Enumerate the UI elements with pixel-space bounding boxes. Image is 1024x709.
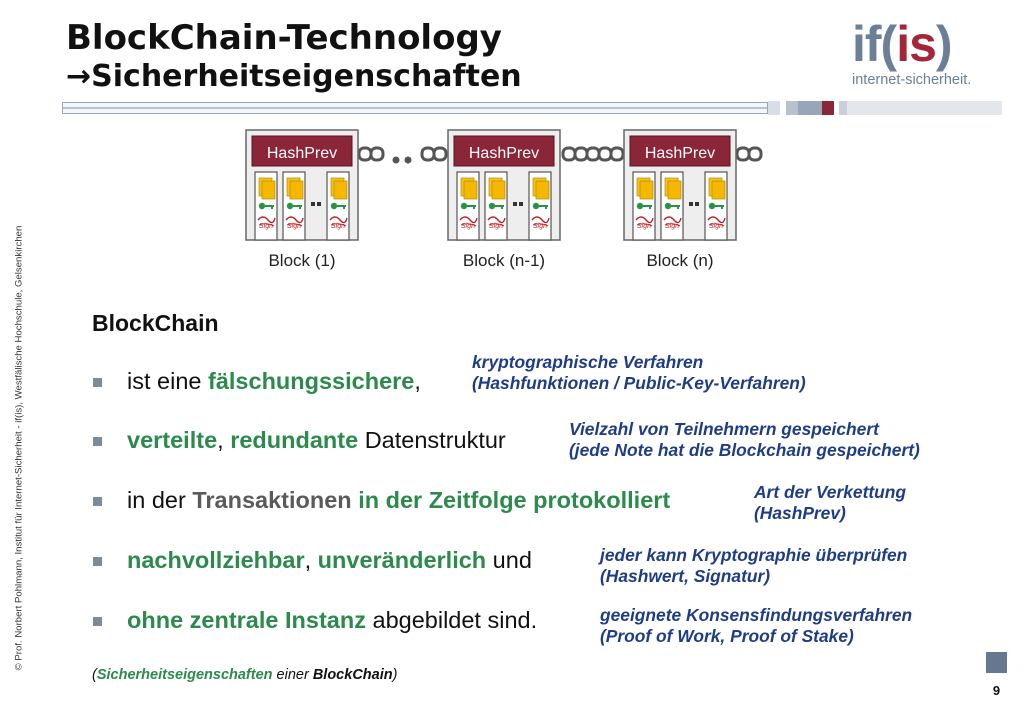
block-header-label: HashPrev [645, 145, 715, 162]
bullet-4-text: nachvollziehbar, unveränderlich und [127, 547, 532, 573]
logo-tagline: internet-sicherheit. [852, 72, 972, 88]
sign-label: Sign [287, 223, 301, 230]
chain-ellipsis-dot [392, 156, 400, 164]
bullet-marker [93, 497, 102, 506]
section-heading: BlockChain [92, 310, 219, 336]
sign-label: Sign [259, 223, 273, 230]
header-divider-blocks [768, 101, 1002, 115]
chain-ellipsis-dot [404, 156, 412, 164]
block-label-1: Block (1) [268, 251, 335, 270]
chain-link-3 [561, 146, 625, 162]
page-marker-square [986, 652, 1007, 673]
page-number: 9 [992, 683, 1001, 698]
chain-link-2 [420, 146, 448, 162]
arrow-icon: → [66, 59, 92, 94]
annotation-1: kryptographische Verfahren (Hashfunktion… [472, 352, 806, 393]
sign-label: Sign [637, 223, 651, 230]
annotation-3: Art der Verkettung (HashPrev) [754, 482, 907, 523]
bullet-marker [93, 557, 102, 566]
title-line-2: →Sicherheitseigenschaften [66, 58, 522, 96]
sign-label: Sign [533, 223, 547, 230]
block-label-n-minus-1: Block (n-1) [463, 251, 545, 270]
copyright-vertical: © Prof. Norbert Pohlmann, Institut für I… [8, 200, 30, 695]
annotation-2: Vielzahl von Teilnehmern gespeichert (je… [569, 419, 920, 460]
bullet-marker [93, 437, 102, 446]
header-divider-line [62, 102, 768, 114]
block-label-n: Block (n) [646, 251, 713, 270]
bullet-1-text: ist eine fälschungssichere, [127, 368, 421, 394]
sign-label: Sign [331, 223, 345, 230]
block-n: HashPrev Sign Sign Sign Block (n) [623, 129, 737, 270]
ifis-logo: if(is) internet-sicherheit. [850, 14, 1000, 94]
blockchain-diagram: HashPrev Sign Sign Sign Block (1) HashPr… [245, 129, 763, 270]
sign-label: Sign [489, 223, 503, 230]
footnote: (Sicherheitseigenschaften einer BlockCha… [92, 667, 398, 683]
block-n-minus-1: HashPrev Sign Sign Sign Block (n-1) [447, 129, 561, 270]
title-line-2-text: Sicherheitseigenschaften [91, 59, 522, 94]
title-line-1: BlockChain-Technology [66, 18, 502, 58]
bullet-marker [93, 378, 102, 387]
header-divider-bar [62, 101, 1002, 115]
annotation-5: geeignete Konsensfindungsverfahren (Proo… [600, 605, 913, 646]
bullet-5-text: ohne zentrale Instanz abgebildet sind. [127, 607, 538, 633]
bullet-3-text: in der Transaktionen in der Zeitfolge pr… [127, 487, 671, 513]
bullet-marker [93, 617, 102, 626]
annotation-4: jeder kann Kryptographie überprüfen (Has… [600, 545, 908, 586]
logo-wordmark: if(is) [852, 16, 953, 72]
sign-label: Sign [709, 223, 723, 230]
bullet-2-text: verteilte, redundante Datenstruktur [127, 427, 506, 453]
chain-link-1 [357, 146, 385, 162]
block-header-label: HashPrev [469, 145, 539, 162]
copyright-text: © Prof. Norbert Pohlmann, Institut für I… [13, 225, 25, 670]
slide-title: BlockChain-Technology →Sicherheitseigens… [66, 18, 522, 96]
sign-label: Sign [665, 223, 679, 230]
sign-label: Sign [461, 223, 475, 230]
block-header-label: HashPrev [267, 145, 337, 162]
block-1: HashPrev Sign Sign Sign Block (1) [245, 129, 359, 270]
chain-link-4 [735, 146, 763, 162]
